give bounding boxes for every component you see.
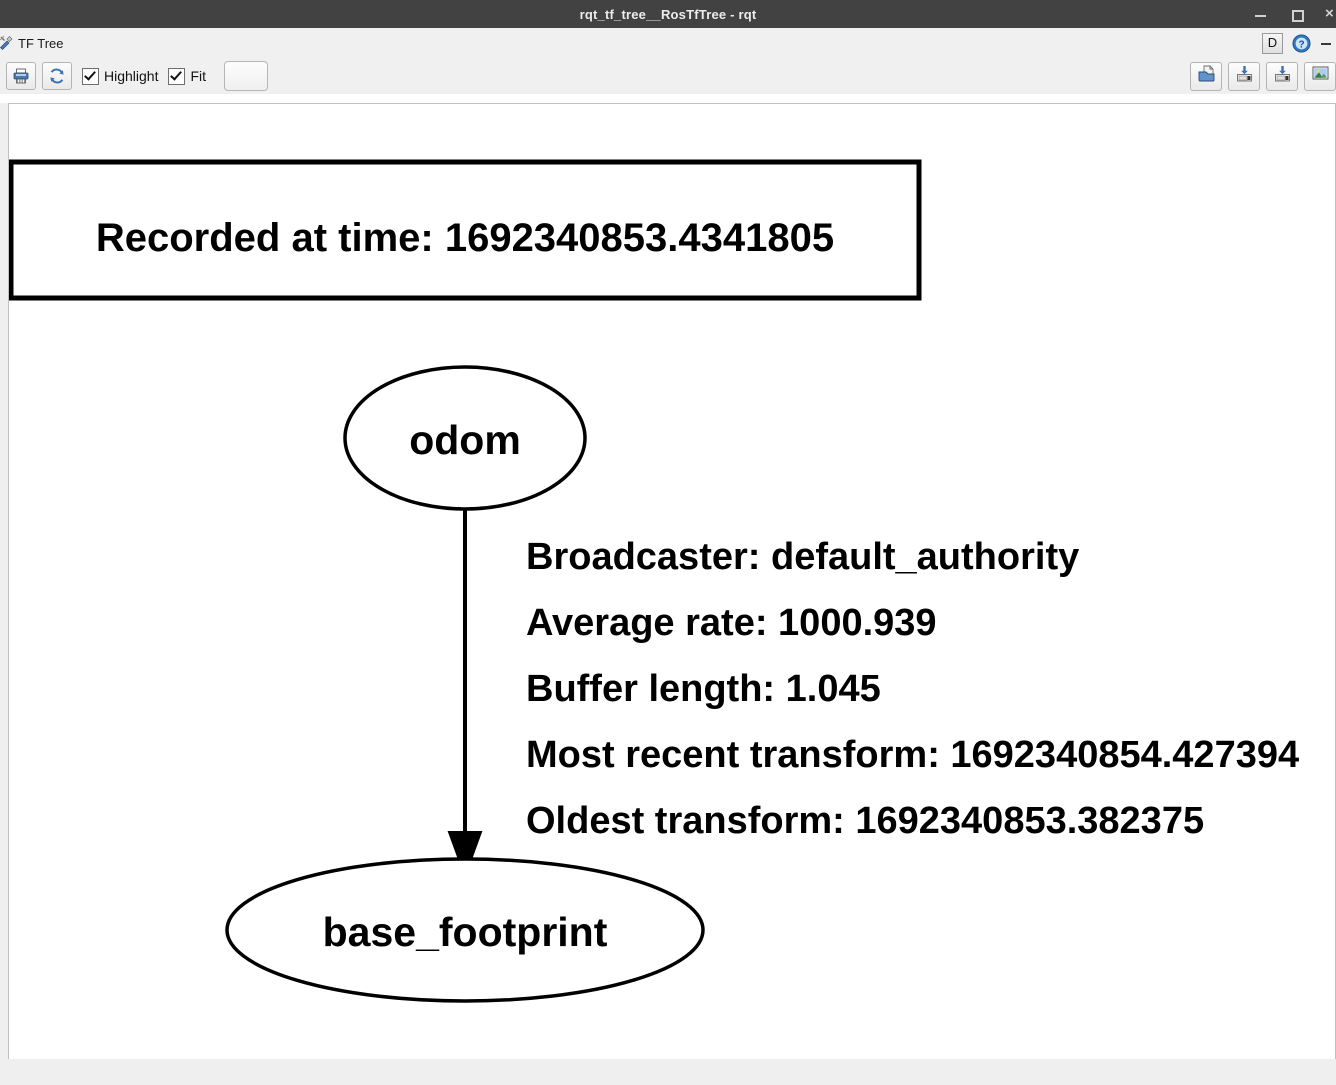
window-controls: × — [1253, 0, 1336, 28]
edge-label-line-broadcaster: Broadcaster: default_authority — [526, 536, 1079, 578]
window-title: rqt_tf_tree__RosTfTree - rqt — [579, 6, 757, 22]
dock-title-wrap: TF Tree — [0, 34, 64, 52]
recorded-at-time-label: Recorded at time: 1692340853.4341805 — [96, 216, 834, 260]
load-dot-button[interactable] — [1190, 61, 1222, 91]
dock-undock-button[interactable]: D — [1262, 32, 1283, 54]
window-titlebar: rqt_tf_tree__RosTfTree - rqt × — [0, 0, 1336, 28]
edge-label-line-oldest-transform: Oldest transform: 1692340853.382375 — [526, 800, 1204, 842]
svg-text:?: ? — [1298, 39, 1304, 50]
edge-label-line-average-rate: Average rate: 1000.939 — [526, 602, 937, 644]
open-file-icon — [1197, 64, 1216, 88]
fit-checkbox-box[interactable] — [168, 67, 186, 85]
graph-canvas[interactable]: Recorded at time: 1692340853.4341805 odo… — [8, 103, 1336, 1060]
recorded-at-time-box: Recorded at time: 1692340853.4341805 — [9, 159, 922, 301]
fit-checkbox-label: Fit — [190, 68, 207, 84]
fit-checkbox[interactable]: Fit — [168, 67, 207, 85]
window-close-icon[interactable]: × — [1325, 6, 1334, 22]
graph-node-base_footprint[interactable]: base_footprint — [225, 857, 705, 1003]
save-svg-button[interactable] — [1266, 61, 1298, 91]
window-bottom-strip — [0, 1059, 1336, 1085]
save-dot-button[interactable] — [1228, 61, 1260, 91]
edge-label-line-most-recent-transform: Most recent transform: 1692340854.427394 — [526, 734, 1299, 776]
save-as-dot-icon — [1235, 64, 1254, 88]
dock-controls: D ? — [1262, 28, 1334, 58]
help-icon[interactable]: ? — [1292, 33, 1311, 53]
toolbar: Highlight Fit — [0, 58, 1336, 94]
dock-header: TF Tree D ? — [0, 28, 1336, 58]
save-image-icon — [1311, 64, 1330, 88]
highlight-checkbox-label: Highlight — [104, 68, 159, 84]
window-minimize-icon[interactable] — [1253, 6, 1269, 22]
filter-input[interactable] — [224, 61, 269, 91]
canvas-left-margin — [0, 103, 8, 1059]
graph-node-base_footprint-label: base_footprint — [323, 909, 608, 955]
highlight-checkbox-box[interactable] — [82, 67, 99, 85]
refresh-button[interactable] — [42, 62, 72, 90]
graph-node-odom-label: odom — [409, 417, 521, 463]
save-image-button[interactable] — [1304, 61, 1336, 91]
dock-close-icon[interactable] — [1320, 35, 1334, 51]
print-button[interactable] — [6, 62, 36, 90]
tools-icon — [0, 34, 16, 52]
graph-edge-label: Broadcaster: default_authority Average r… — [526, 536, 1299, 842]
printer-icon — [12, 67, 30, 85]
refresh-icon — [48, 67, 66, 85]
graph-edge-odom-base_footprint[interactable] — [447, 510, 483, 879]
toolbar-right-group — [1190, 58, 1336, 94]
window-maximize-icon[interactable] — [1289, 6, 1305, 22]
highlight-checkbox[interactable]: Highlight — [82, 67, 159, 85]
dock-title: TF Tree — [18, 35, 64, 51]
graph-node-odom[interactable]: odom — [343, 365, 587, 511]
save-as-svg-icon — [1273, 64, 1292, 88]
edge-label-line-buffer-length: Buffer length: 1.045 — [526, 668, 881, 710]
tf-tree-graph[interactable]: Recorded at time: 1692340853.4341805 odo… — [9, 104, 1335, 1059]
